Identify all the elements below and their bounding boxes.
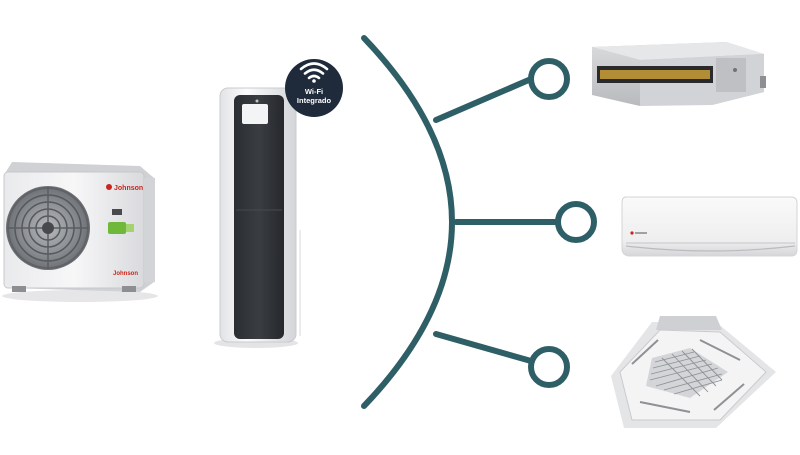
outdoor-unit: Johnson Johnson: [2, 162, 158, 302]
cassette-grille: [646, 348, 728, 398]
control-panel: [234, 95, 284, 339]
wall-unit-logo: [630, 231, 647, 235]
wall-split-unit: [621, 196, 798, 257]
node-circle-ducted: [528, 58, 570, 100]
water-heater: [214, 87, 301, 348]
badge-line-2: Integrado: [297, 96, 332, 105]
branch-line-cassette: [433, 331, 534, 364]
connector-arc: [361, 35, 455, 409]
brand-logo: Johnson: [106, 184, 143, 192]
badge-line-1: Wi-Fi: [305, 87, 323, 96]
display-window: [242, 104, 268, 124]
ducted-unit: [592, 42, 766, 106]
cassette-unit: [611, 316, 776, 428]
fan-grille: [6, 186, 90, 270]
svg-text:Johnson: Johnson: [113, 271, 138, 277]
branch-line-ducted: [433, 76, 534, 123]
wifi-icon: [299, 62, 329, 80]
wifi-badge: Wi-Fi Integrado: [285, 59, 343, 117]
connection-diagram: [361, 35, 597, 409]
svg-text:Johnson: Johnson: [114, 185, 143, 192]
node-circle-cassette: [528, 346, 570, 388]
energy-label: [112, 209, 122, 215]
node-circle-wall: [555, 201, 597, 243]
